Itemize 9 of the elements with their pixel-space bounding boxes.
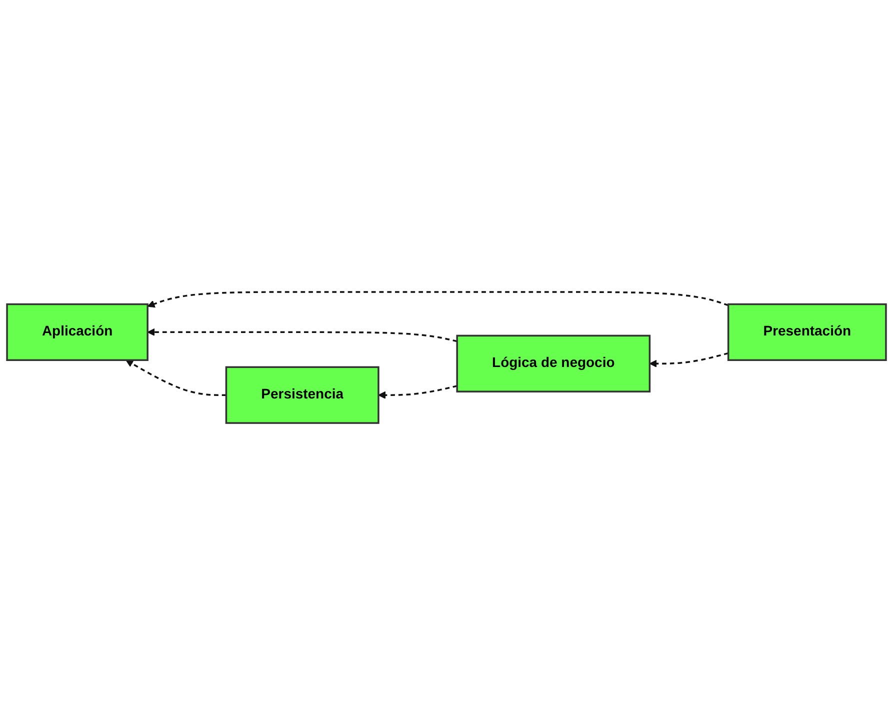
arrow <box>649 352 729 368</box>
node-box: Presentación <box>727 303 887 361</box>
arrow <box>147 291 729 308</box>
node-box: Lógica de negocio <box>456 334 651 392</box>
arrow <box>126 360 226 396</box>
arrow <box>378 385 458 399</box>
node-box: Persistencia <box>225 366 380 424</box>
arrow <box>147 328 458 342</box>
node-box: Aplicación <box>6 303 148 361</box>
